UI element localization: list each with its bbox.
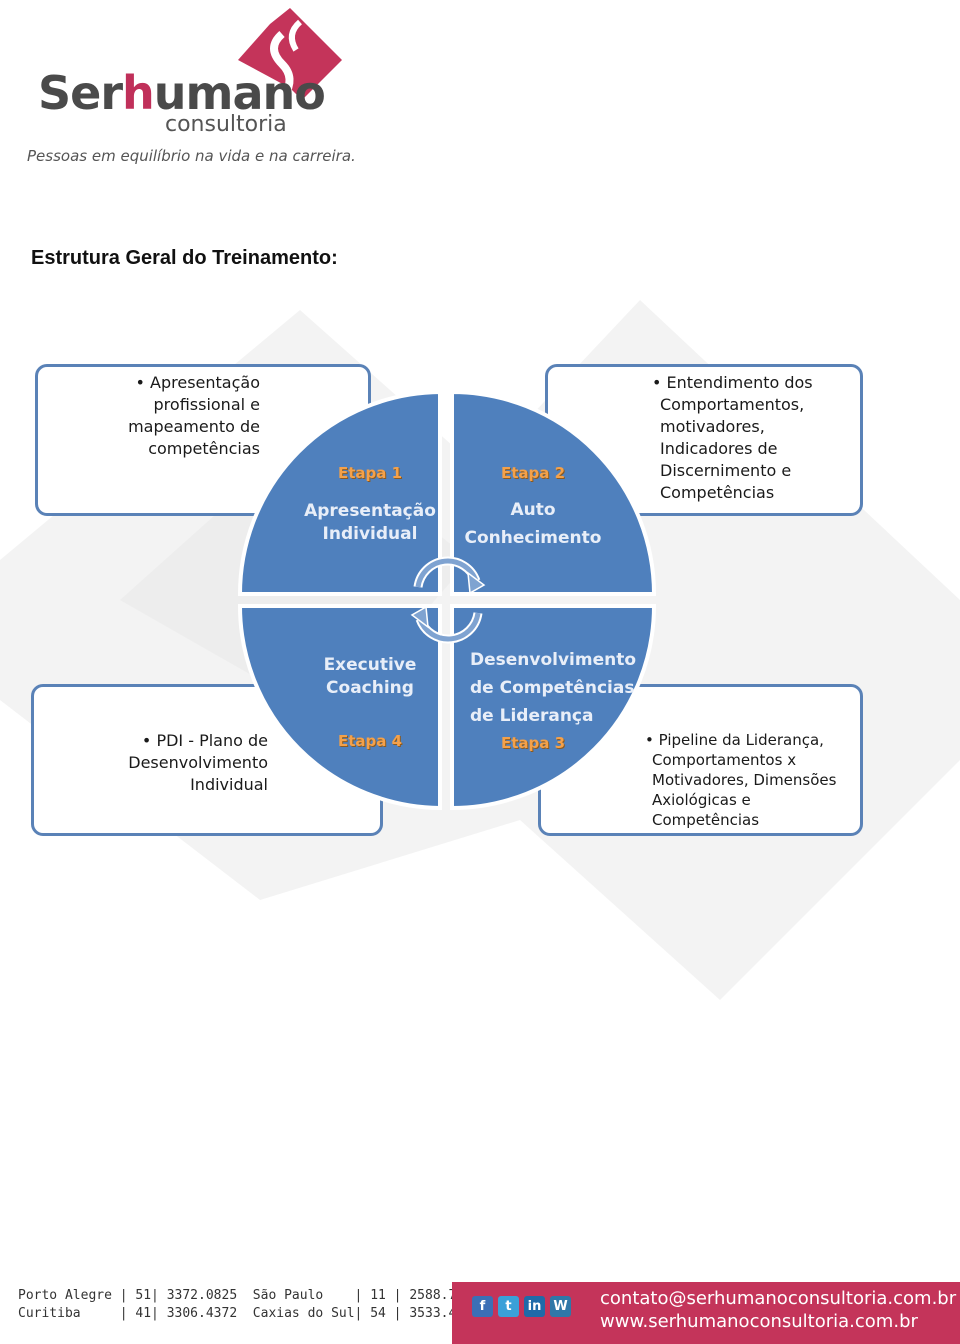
page-title: Estrutura Geral do Treinamento:	[31, 247, 338, 269]
facebook-icon[interactable]: f	[472, 1296, 493, 1317]
quadrant-circle	[237, 389, 657, 811]
footer-phones-line2: Curitiba | 41| 3306.4372 Caxias do Sul| …	[18, 1306, 480, 1321]
logo-subtitle: consultoria	[165, 112, 287, 137]
etapa-1-label: Etapa 1	[337, 464, 403, 482]
logo-mark-icon	[238, 8, 342, 100]
etapa-2-label: Etapa 2	[500, 464, 566, 482]
box-bottom-right-text: • Pipeline da Liderança, Comportamentos …	[645, 731, 837, 829]
wordpress-icon[interactable]: W	[550, 1296, 571, 1317]
logo-tagline: Pessoas em equilíbrio na vida e na carre…	[27, 147, 356, 165]
logo-wordmark: Serhumano	[38, 66, 326, 120]
box-top-right-text: • Entendimento dos Comportamentos, motiv…	[652, 373, 813, 502]
footer-site-link[interactable]: www.serhumanoconsultoria.com.br	[600, 1311, 918, 1332]
twitter-icon[interactable]: t	[498, 1296, 519, 1317]
cycle-arrows-icon	[410, 556, 486, 644]
footer-phones-line1: Porto Alegre | 51| 3372.0825 São Paulo |…	[18, 1288, 480, 1303]
etapa-4-label: Etapa 4	[337, 732, 403, 750]
footer-email-link[interactable]: contato@serhumanoconsultoria.com.br	[600, 1288, 957, 1309]
etapa-3-label: Etapa 3	[500, 734, 566, 752]
linkedin-icon[interactable]: in	[524, 1296, 545, 1317]
